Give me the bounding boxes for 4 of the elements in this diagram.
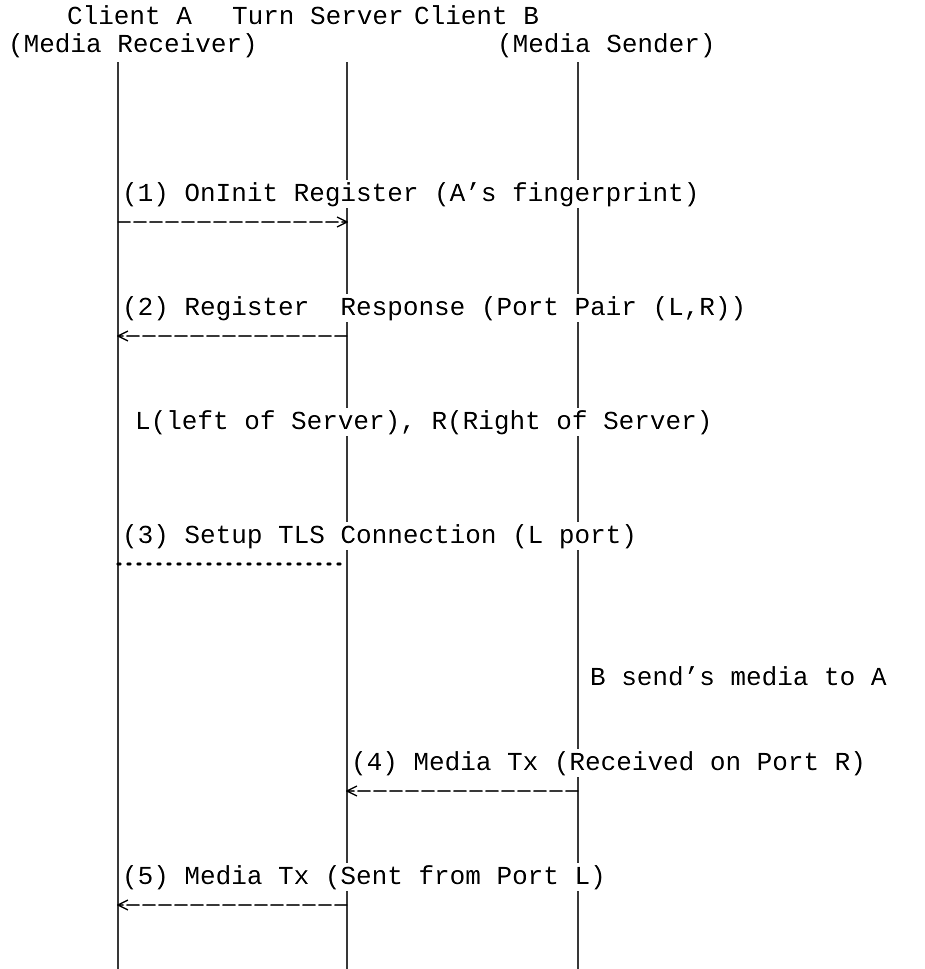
arrow	[346, 785, 579, 797]
arrow	[117, 216, 348, 228]
arrow	[117, 330, 348, 342]
arrow	[117, 899, 348, 911]
